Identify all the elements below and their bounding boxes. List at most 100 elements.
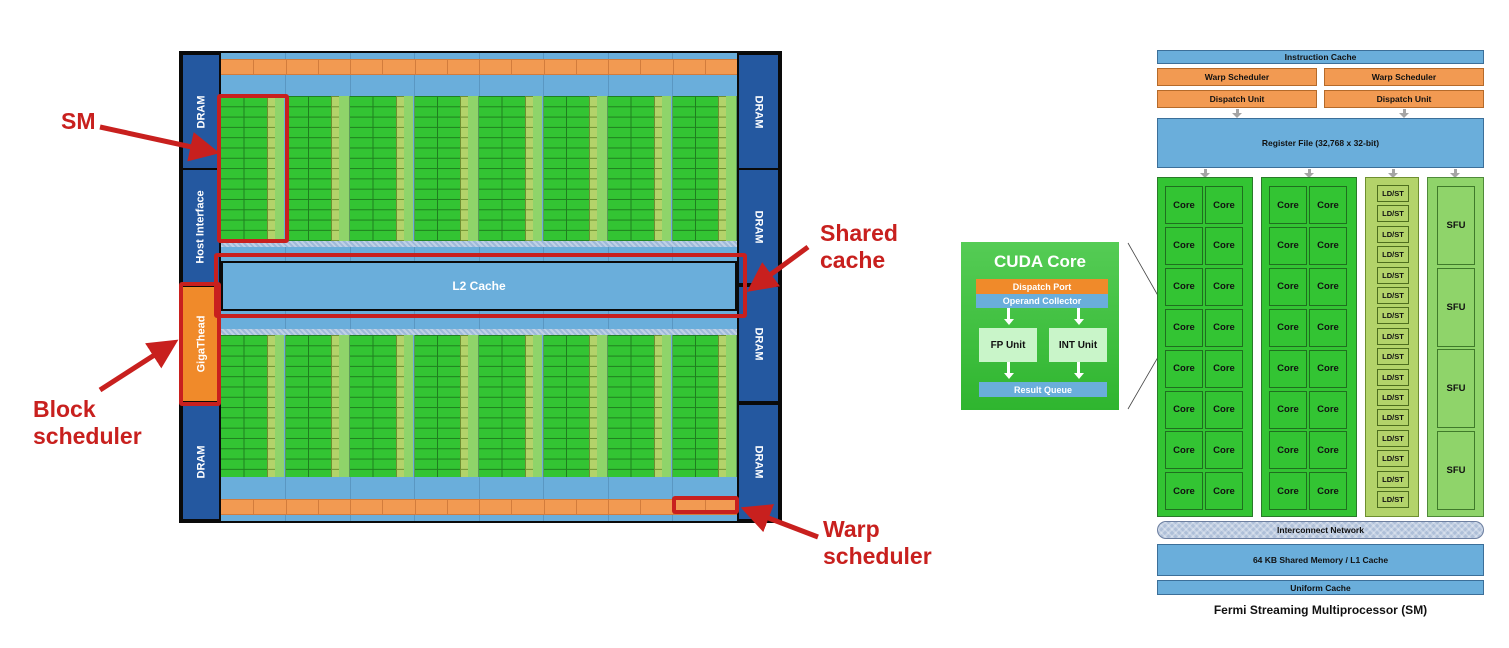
die-sm-column [479, 335, 544, 477]
die-warp-scheduler-segment [479, 60, 480, 74]
down-arrow-icon [1388, 173, 1398, 178]
ldst-unit: LD/ST [1377, 409, 1409, 427]
ldst-unit: LD/ST [1377, 470, 1409, 488]
die-sm-column [543, 335, 608, 477]
cuda-core-unit: Core [1165, 308, 1203, 347]
die-sm-cores [221, 335, 267, 477]
die-warp-scheduler-segment [285, 500, 287, 514]
cuda-core-unit: Core [1269, 349, 1307, 388]
die-sm-column [672, 335, 737, 477]
annotation-sm: SM [61, 108, 96, 135]
die-sm-cores [543, 335, 590, 477]
block-scheduler-arrow [98, 339, 179, 393]
cuda-core-unit: Core [1165, 390, 1203, 429]
annotation-line: scheduler [823, 543, 932, 569]
die-sm-sfu [661, 335, 672, 477]
die-sm-cores [543, 96, 590, 241]
cuda-core-unit: Core [1309, 267, 1347, 306]
interconnect-label: Interconnect Network [1277, 525, 1364, 535]
die-core-area: L2 Cache [221, 53, 737, 521]
dispatch-unit-label: Dispatch Unit [1376, 94, 1432, 104]
int-unit-label: INT Unit [1058, 339, 1098, 351]
cuda-core-unit: Core [1205, 186, 1243, 224]
sm-caption-text: Fermi Streaming Multiprocessor (SM) [1213, 603, 1428, 617]
ldst-unit: LD/ST [1377, 307, 1409, 325]
cuda-core-unit: Core [1309, 226, 1347, 265]
die-sm-column [479, 96, 544, 241]
die-sm-column [350, 96, 415, 241]
die-warp-scheduler-segment [253, 60, 255, 74]
die-sm-cores [479, 335, 525, 477]
down-arrow-icon [1074, 319, 1084, 325]
die-sm-cores [608, 335, 654, 477]
die-warp-scheduler-segment [672, 60, 674, 74]
die-sm-sfu [532, 335, 543, 477]
annotation-warp-scheduler: Warp scheduler [823, 516, 932, 570]
uniform-cache: Uniform Cache [1157, 580, 1484, 595]
sm-caption: Fermi Streaming Multiprocessor (SM) [1157, 603, 1484, 617]
die-sm-cores [350, 96, 396, 241]
cuda-core-unit: Core [1165, 349, 1203, 388]
ldst-unit: LD/ST [1377, 491, 1409, 508]
die-warp-scheduler-segment [446, 60, 448, 74]
block-scheduler-highlight [179, 282, 221, 406]
dispatch-unit-label: Dispatch Unit [1209, 94, 1265, 104]
cuda-core-unit: Core [1165, 431, 1203, 470]
die-sm-sfu [468, 96, 478, 241]
down-arrow-icon [1074, 373, 1084, 379]
die-sm-sfu [597, 335, 607, 477]
die-warp-scheduler-segment [704, 60, 706, 74]
sfu-unit: SFU [1437, 267, 1475, 347]
die-warp-scheduler-segment [543, 500, 545, 514]
cuda-core-inset: CUDA Core Dispatch Port Operand Collecto… [961, 242, 1119, 410]
die-sm-cores [221, 96, 267, 241]
die-warp-scheduler-segment [640, 500, 642, 514]
die-sm-sfu [468, 335, 478, 477]
fp-unit-label: FP Unit [990, 339, 1026, 351]
die-warp-scheduler-segment [414, 500, 416, 514]
annotation-line: cache [820, 247, 886, 273]
die-warp-scheduler-segment [575, 60, 577, 74]
operand-collector: Operand Collector [976, 294, 1108, 308]
die-sm-cores [608, 96, 654, 241]
arrow-stem [1403, 109, 1406, 113]
die-warp-scheduler-segment [511, 60, 513, 74]
shared-memory-label: 64 KB Shared Memory / L1 Cache [1252, 555, 1389, 565]
dram-block-right-4: DRAM [737, 403, 780, 521]
instruction-cache: Instruction Cache [1157, 50, 1484, 64]
down-arrow-icon [1232, 113, 1242, 118]
cuda-core-unit: Core [1269, 186, 1307, 224]
dram-block-right-1: DRAM [737, 53, 780, 170]
cuda-core-unit: Core [1269, 308, 1307, 347]
die-warp-scheduler-segment [608, 60, 609, 74]
cuda-core-unit: Core [1309, 349, 1347, 388]
sfu-unit: SFU [1437, 349, 1475, 429]
cuda-core-unit: Core [1205, 349, 1243, 388]
down-arrow-icon [1399, 113, 1409, 118]
annotation-line: Block [33, 396, 96, 422]
warp-scheduler-1: Warp Scheduler [1157, 68, 1317, 86]
die-sm-cores [285, 335, 332, 477]
down-arrow-icon [1304, 173, 1314, 178]
die-warp-scheduler-segment [317, 60, 319, 74]
sm-arrow [99, 124, 220, 162]
cuda-core-unit: Core [1205, 308, 1243, 347]
instruction-cache-label: Instruction Cache [1284, 52, 1357, 62]
die-sm-sfu [726, 96, 736, 241]
die-sm-sfu [339, 335, 349, 477]
down-arrow-icon [1004, 319, 1014, 325]
cuda-core-unit: Core [1205, 390, 1243, 429]
result-queue: Result Queue [979, 382, 1107, 397]
annotation-block-scheduler: Block scheduler [33, 396, 142, 450]
int-unit: INT Unit [1049, 328, 1107, 362]
die-warp-scheduler-segment [704, 500, 706, 514]
die-warp-scheduler-segment [575, 500, 577, 514]
gpu-die: DRAM Host Interface GigaThead DRAM DRAM … [179, 51, 782, 523]
cuda-core-title: CUDA Core [994, 252, 1086, 271]
warp-scheduler-strip-bottom [221, 499, 737, 515]
l2-cache: L2 Cache [221, 261, 737, 311]
die-warp-scheduler-segment [640, 60, 642, 74]
die-warp-scheduler-segment [382, 60, 384, 74]
